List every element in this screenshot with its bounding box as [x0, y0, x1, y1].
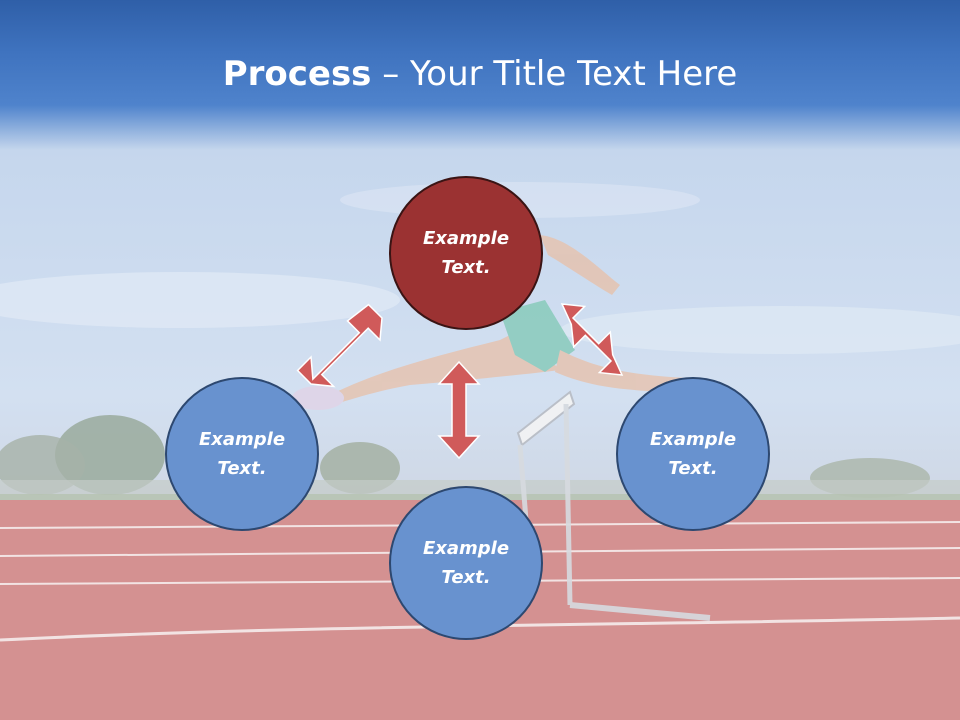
node-text-line2: Text. [441, 567, 491, 588]
title-rest-part: – Your Title Text Here [371, 54, 738, 94]
node-text-line2: Text. [441, 257, 491, 278]
title-bold-part: Process [222, 54, 372, 94]
node-text-line1: Example [649, 429, 737, 450]
node-text-line1: Example [422, 228, 510, 249]
cloud [0, 272, 400, 328]
arrow-vertical [437, 360, 481, 460]
node-text-line2: Text. [217, 458, 267, 479]
arrow-top-left [296, 303, 383, 388]
title-bar [0, 0, 960, 150]
tree [55, 415, 165, 495]
process-node-bottom: Example Text. [389, 486, 543, 640]
athlete [292, 235, 690, 410]
arrow-top-right [560, 303, 624, 376]
node-text-line1: Example [422, 538, 510, 559]
process-node-right: Example Text. [616, 377, 770, 531]
slide-title: Process – Your Title Text Here [0, 52, 960, 96]
node-text-line1: Example [198, 429, 286, 450]
cloud [560, 306, 960, 354]
process-node-left: Example Text. [165, 377, 319, 531]
process-node-top: Example Text. [389, 176, 543, 330]
node-text-line2: Text. [668, 458, 718, 479]
tree [0, 435, 85, 495]
